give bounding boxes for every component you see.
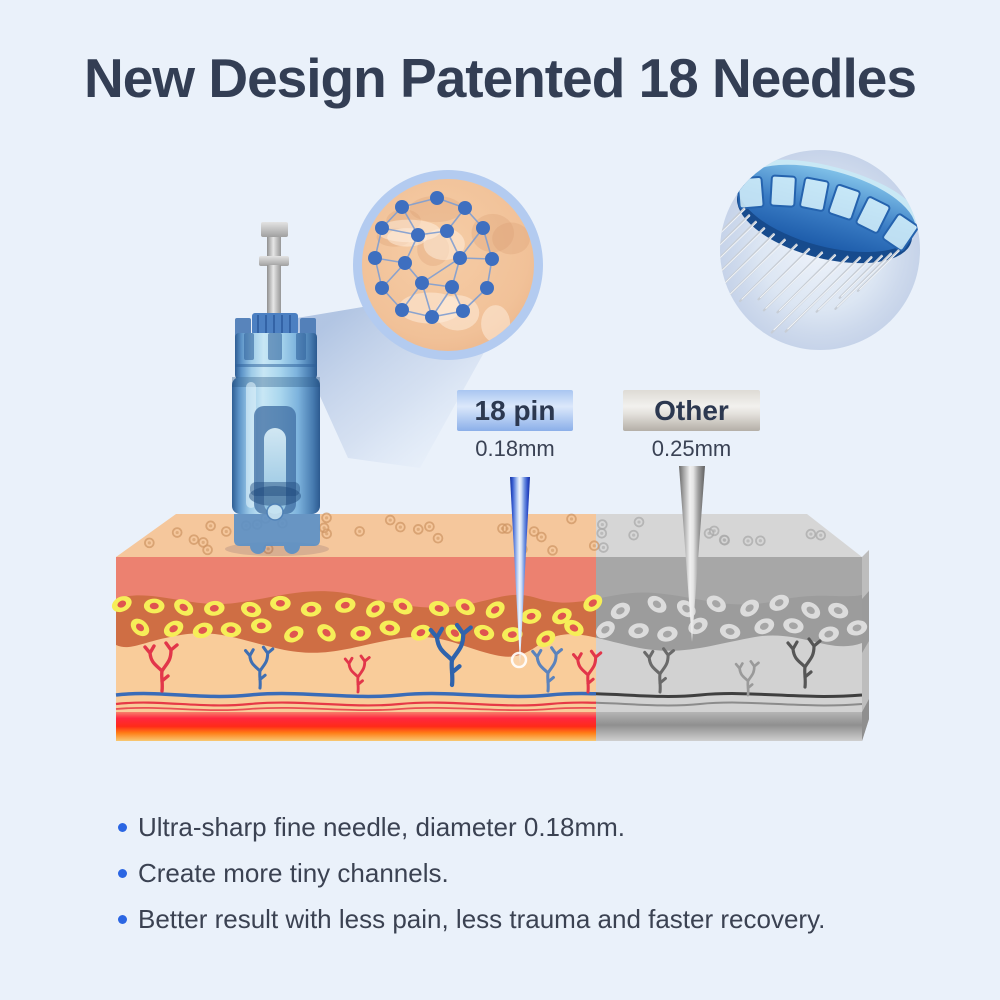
- needle-tip-ring: [510, 651, 528, 669]
- page-title: New Design Patented 18 Needles: [84, 47, 917, 109]
- diameter-other: 0.25mm: [651, 436, 732, 461]
- feature-list: Ultra-sharp fine needle, diameter 0.18mm…: [118, 812, 938, 935]
- feature-text: Better result with less pain, less traum…: [138, 904, 826, 934]
- label-18pin: 18 pin: [457, 390, 573, 431]
- label-other-text: Other: [654, 394, 729, 426]
- bullet-dot-icon: [118, 823, 127, 832]
- needle-18pin: [510, 477, 530, 664]
- label-other: Other: [623, 390, 760, 431]
- list-item: Create more tiny channels.: [118, 858, 938, 889]
- label-18pin-text: 18 pin: [474, 394, 556, 426]
- diameter-18pin: 0.18mm: [475, 436, 555, 461]
- feature-text: Ultra-sharp fine needle, diameter 0.18mm…: [138, 812, 626, 842]
- needle-tip-closeup-photo: [720, 150, 920, 350]
- list-item: Better result with less pain, less traum…: [118, 904, 938, 935]
- feature-text: Create more tiny channels.: [138, 858, 449, 888]
- needle-dot-network: [368, 191, 499, 324]
- needle-comparison-illustration: [510, 466, 705, 669]
- microneedle-cartridge-illustration: [225, 222, 329, 556]
- bullet-dot-icon: [118, 915, 127, 924]
- needle-other: [679, 466, 705, 642]
- bullet-dot-icon: [118, 869, 127, 878]
- needle-pattern-magnifier: [353, 170, 543, 360]
- list-item: Ultra-sharp fine needle, diameter 0.18mm…: [118, 812, 938, 843]
